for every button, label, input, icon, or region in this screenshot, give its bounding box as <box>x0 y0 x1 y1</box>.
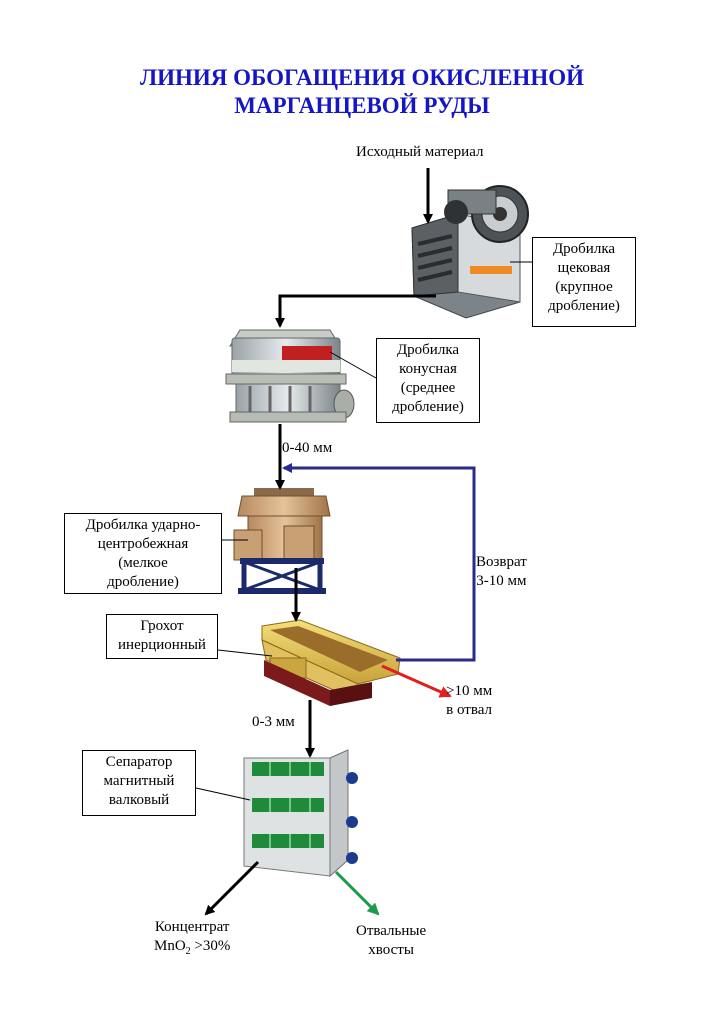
concentrate-subscript: 2 <box>185 946 191 957</box>
oversize-line-1: >10 мм <box>446 683 493 699</box>
impact-line-1: Дробилка ударно- <box>85 517 201 533</box>
arrow-concentrate <box>204 860 260 916</box>
separator-line-3: валковый <box>108 792 170 808</box>
separator-line-1: Сепаратор <box>105 754 173 770</box>
jaw-line-1: Дробилка <box>552 241 616 257</box>
tailings-line-1: Отвальные <box>356 923 427 939</box>
concentrate-percent: >30% <box>190 938 231 954</box>
return-line-1: Возврат <box>476 554 527 570</box>
concentrate-formula: MnO <box>154 938 186 954</box>
impact-crusher-image <box>233 488 331 594</box>
screen-label: Грохот инерционный <box>106 614 218 659</box>
tailings-label: Отвальные хвосты <box>356 922 426 960</box>
jaw-line-4: дробление) <box>548 298 620 314</box>
cone-line-3: (среднее <box>400 380 456 396</box>
cone-line-1: Дробилка <box>396 342 460 358</box>
arrow-jaw-to-cone <box>275 294 436 328</box>
cone-crusher-image <box>225 329 355 423</box>
separator-line-2: магнитный <box>103 773 175 789</box>
jaw-crusher-image <box>411 185 529 319</box>
arrow-return <box>282 463 476 662</box>
source-label: Исходный материал <box>356 144 484 160</box>
arrow-oversize <box>381 664 452 698</box>
jaw-line-3: (крупное <box>555 279 613 295</box>
oversize-label: >10 мм в отвал <box>446 682 492 720</box>
callout-separator <box>195 787 251 801</box>
concentrate-label: Концентрат MnO2 >30% <box>154 918 230 961</box>
cone-line-4: дробление) <box>392 399 464 415</box>
callout-cone <box>329 351 377 379</box>
inertial-screen-image <box>261 619 401 706</box>
separator-label: Сепаратор магнитный валковый <box>82 750 196 816</box>
concentrate-line-1: Концентрат <box>154 919 230 935</box>
screen-line-1: Грохот <box>140 618 184 634</box>
title-line-2: МАРГАНЦЕВОЙ РУДЫ <box>234 93 490 118</box>
page-title: ЛИНИЯ ОБОГАЩЕНИЯ ОКИСЛЕННОЙ МАРГАНЦЕВОЙ … <box>0 64 724 120</box>
jaw-line-2: щековая <box>557 260 611 276</box>
magnetic-separator-image <box>243 749 358 878</box>
impact-line-4: дробление) <box>107 574 179 590</box>
screen-line-2: инерционный <box>118 637 206 653</box>
cone-crusher-label: Дробилка конусная (среднее дробление) <box>376 338 480 423</box>
return-line-2: 3-10 мм <box>476 573 527 589</box>
callout-screen <box>217 649 273 657</box>
oversize-line-2: в отвал <box>446 702 493 718</box>
arrow-tailings <box>334 870 380 916</box>
concentrate-line-2: MnO2 >30% <box>154 937 230 961</box>
impact-crusher-label: Дробилка ударно- центробежная (мелкое др… <box>64 513 222 594</box>
impact-line-3: (мелкое <box>118 555 168 571</box>
cone-line-2: конусная <box>399 361 457 377</box>
jaw-crusher-label: Дробилка щековая (крупное дробление) <box>532 237 636 327</box>
cone-output-label: 0-40 мм <box>282 440 333 456</box>
return-label: Возврат 3-10 мм <box>476 553 527 591</box>
impact-line-2: центробежная <box>97 536 189 552</box>
title-line-1: ЛИНИЯ ОБОГАЩЕНИЯ ОКИСЛЕННОЙ <box>139 65 584 90</box>
tailings-line-2: хвосты <box>368 942 414 958</box>
undersize-label: 0-3 мм <box>252 714 295 730</box>
